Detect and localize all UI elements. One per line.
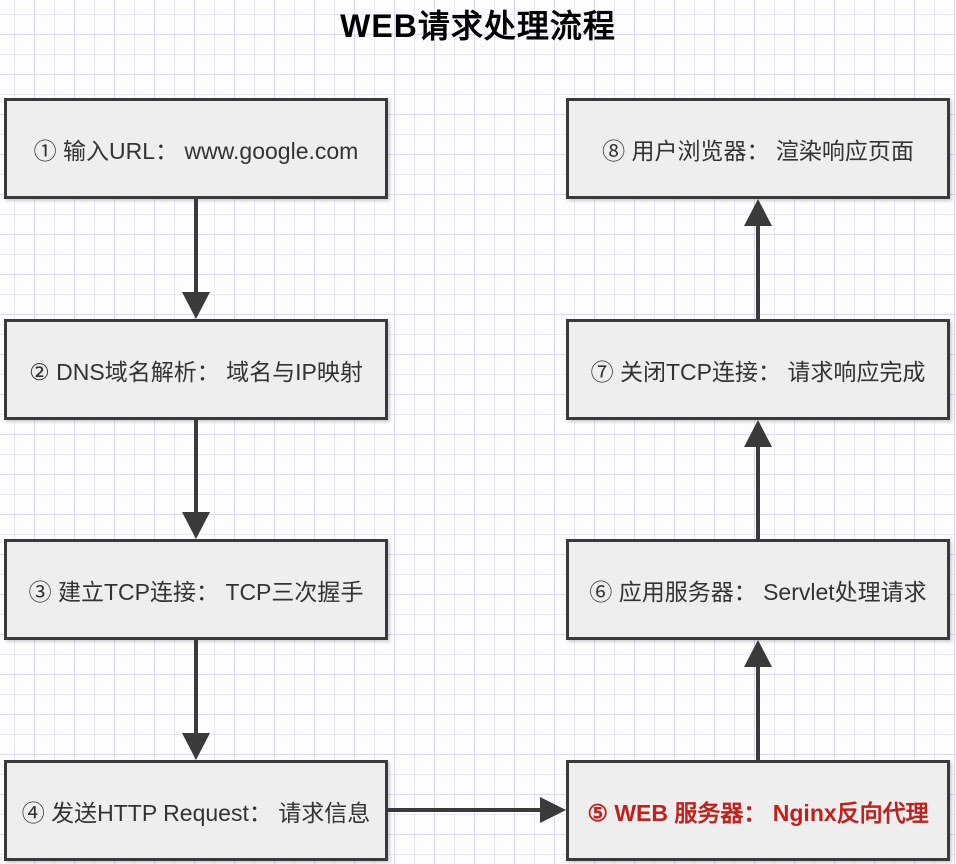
step-label-8: ⑧ 用户浏览器： 渲染响应页面	[602, 137, 914, 164]
arrow-6-7-line	[756, 446, 760, 539]
step-label-2: ② DNS域名解析： 域名与IP映射	[29, 358, 363, 385]
arrow-1-2-head-icon	[182, 292, 210, 319]
arrow-7-8-head-icon	[744, 199, 772, 226]
arrow-7-8-line	[756, 225, 760, 319]
step-box-8: ⑧ 用户浏览器： 渲染响应页面	[566, 98, 950, 199]
step-box-3: ③ 建立TCP连接： TCP三次握手	[4, 539, 388, 640]
step-label-4: ④ 发送HTTP Request： 请求信息	[21, 799, 371, 826]
diagram-title: WEB请求处理流程	[340, 8, 616, 44]
step-label-5: ⑤ WEB 服务器： Nginx反向代理	[587, 799, 929, 826]
arrow-2-3-head-icon	[182, 512, 210, 539]
step-label-3: ③ 建立TCP连接： TCP三次握手	[28, 578, 364, 605]
step-label-6: ⑥ 应用服务器： Servlet处理请求	[589, 578, 927, 605]
arrow-2-3-line	[194, 420, 198, 513]
arrow-4-5-line	[388, 808, 540, 812]
step-box-5: ⑤ WEB 服务器： Nginx反向代理	[566, 760, 950, 861]
arrow-6-7-head-icon	[744, 420, 772, 447]
step-label-7: ⑦ 关闭TCP连接： 请求响应完成	[590, 358, 926, 385]
arrow-5-6-head-icon	[744, 640, 772, 667]
arrow-5-6-line	[756, 666, 760, 760]
arrow-3-4-line	[194, 640, 198, 734]
step-box-7: ⑦ 关闭TCP连接： 请求响应完成	[566, 319, 950, 420]
step-box-4: ④ 发送HTTP Request： 请求信息	[4, 760, 388, 861]
arrow-3-4-head-icon	[182, 733, 210, 760]
step-box-1: ① 输入URL： www.google.com	[4, 98, 388, 199]
step-box-6: ⑥ 应用服务器： Servlet处理请求	[566, 539, 950, 640]
arrow-1-2-line	[194, 199, 198, 293]
arrow-4-5-head-icon	[540, 797, 566, 823]
step-box-2: ② DNS域名解析： 域名与IP映射	[4, 319, 388, 420]
step-label-1: ① 输入URL： www.google.com	[33, 137, 359, 164]
